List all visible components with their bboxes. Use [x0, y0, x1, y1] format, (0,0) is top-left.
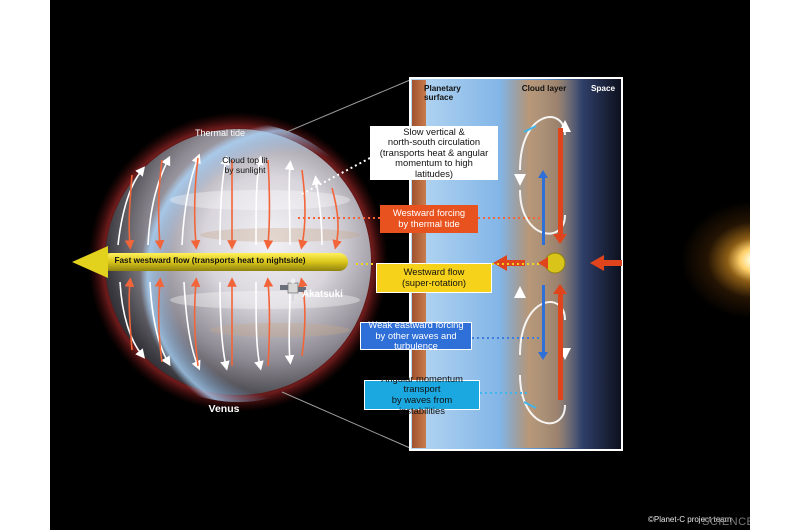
- akatsuki-label: Akatsuki: [302, 289, 343, 300]
- sun-glow: [680, 200, 750, 320]
- credit-text: ©Planet-C project team: [648, 515, 732, 524]
- fast-westward-flow-label: Fast westward flow (transports heat to n…: [114, 256, 306, 265]
- westward-flow-box: Westward flow (super-rotation): [376, 263, 492, 293]
- slow-vertical-circulation-box: Slow vertical & north-south circulation …: [370, 126, 498, 180]
- south-circulation-arrows: [119, 277, 308, 371]
- angular-momentum-box: Angular momentum transport by waves from…: [364, 373, 480, 415]
- akatsuki-spacecraft-icon: [280, 278, 306, 301]
- venus-label: Venus: [208, 403, 240, 415]
- diagram-canvas: Thermal tide Cloud top lit by sunlight F…: [50, 0, 750, 530]
- fast-westward-flow-arrow: [72, 246, 348, 278]
- cloud-top-label: Cloud top lit by sunlight: [222, 155, 268, 175]
- westward-forcing-box: Westward forcing by thermal tide: [380, 205, 478, 233]
- planetary-surface-label: Planetary surface: [424, 84, 461, 103]
- thermal-tide-label: Thermal tide: [194, 128, 246, 138]
- cloud-layer-label: Cloud layer: [521, 84, 567, 93]
- zoom-line-bottom: [281, 391, 411, 449]
- north-circulation-arrows: [117, 153, 342, 250]
- space-label: Space: [590, 84, 616, 93]
- weak-eastward-forcing-box: Weak eastward forcing by other waves and…: [360, 319, 472, 351]
- watermark-text: SCIENCEAQ.COM: [702, 516, 750, 528]
- zoom-line-top: [281, 79, 411, 135]
